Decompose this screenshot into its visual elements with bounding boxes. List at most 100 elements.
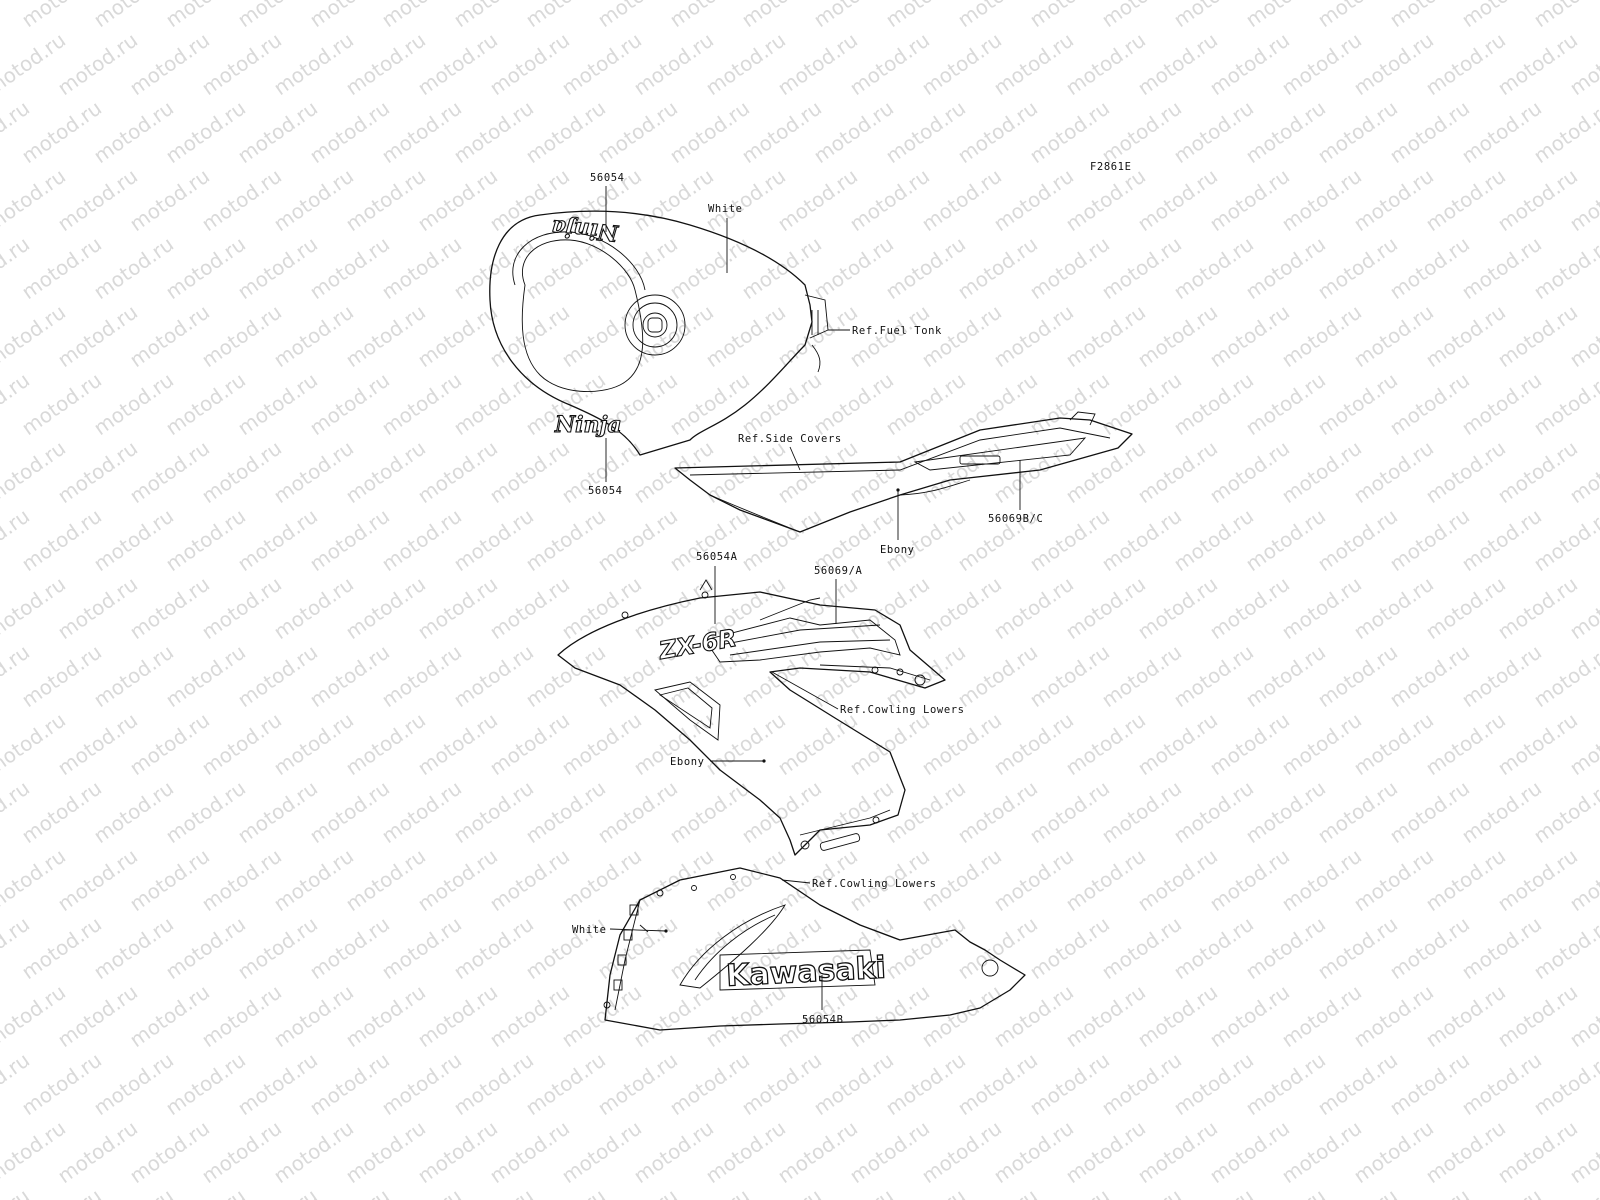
watermark-text: motod.ru <box>269 436 358 508</box>
watermark-text: motod.ru <box>197 300 286 372</box>
watermark-text: motod.ru <box>593 1184 682 1200</box>
watermark-text: motod.ru <box>1313 640 1402 712</box>
watermark-text: motod.ru <box>917 708 1006 780</box>
watermark-text: motod.ru <box>17 96 106 168</box>
watermark-text: motod.ru <box>1133 708 1222 780</box>
watermark-text: motod.ru <box>1205 708 1294 780</box>
watermark-text: motod.ru <box>629 1116 718 1188</box>
watermark-text: motod.ru <box>1385 96 1474 168</box>
watermark-text: motod.ru <box>1421 164 1510 236</box>
watermark-text: motod.ru <box>1097 504 1186 576</box>
watermark-text: motod.ru <box>1169 96 1258 168</box>
watermark-text: motod.ru <box>881 776 970 848</box>
watermark-text: motod.ru <box>1061 164 1150 236</box>
watermark-text: motod.ru <box>197 980 286 1052</box>
lower-decal-label: 56054B <box>802 1014 844 1026</box>
watermark-text: motod.ru <box>341 980 430 1052</box>
watermark-text: motod.ru <box>1169 776 1258 848</box>
tank-color-label: White <box>708 203 743 215</box>
watermark-text: motod.ru <box>881 1048 970 1120</box>
watermark-text: motod.ru <box>161 1184 250 1200</box>
lower-logo: Kawasaki <box>725 951 886 994</box>
watermark-text: motod.ru <box>233 232 322 304</box>
watermark-text: motod.ru <box>1025 776 1114 848</box>
watermark-text: motod.ru <box>1025 232 1114 304</box>
watermark-text: motod.ru <box>53 980 142 1052</box>
watermark-text: motod.ru <box>89 1184 178 1200</box>
watermark-text: motod.ru <box>557 980 646 1052</box>
watermark-text: motod.ru <box>1493 164 1582 236</box>
watermark-text: motod.ru <box>269 164 358 236</box>
watermark-text: motod.ru <box>377 504 466 576</box>
watermark-text: motod.ru <box>0 1184 34 1200</box>
watermark-text: motod.ru <box>1493 436 1582 508</box>
watermark-text: motod.ru <box>521 912 610 984</box>
watermark-text: motod.ru <box>161 776 250 848</box>
watermark-text: motod.ru <box>1277 844 1366 916</box>
watermark-text: motod.ru <box>449 96 538 168</box>
watermark-text: motod.ru <box>917 28 1006 100</box>
watermark-text: motod.ru <box>809 1048 898 1120</box>
watermark-text: motod.ru <box>1277 572 1366 644</box>
watermark-text: motod.ru <box>773 28 862 100</box>
watermark-text: motod.ru <box>1241 776 1330 848</box>
watermark-text: motod.ru <box>1493 980 1582 1052</box>
watermark-text: motod.ru <box>1025 1184 1114 1200</box>
watermark-text: motod.ru <box>53 436 142 508</box>
watermark-text: motod.ru <box>809 368 898 440</box>
ref-fuel-tank-label: Ref.Fuel Tonk <box>852 325 942 337</box>
watermark-text: motod.ru <box>953 776 1042 848</box>
watermark-text: motod.ru <box>665 232 754 304</box>
watermark-text: motod.ru <box>557 300 646 372</box>
watermark-text: motod.ru <box>161 640 250 712</box>
watermark-text: motod.ru <box>1457 96 1546 168</box>
watermark-text: motod.ru <box>701 844 790 916</box>
watermark-text: motod.ru <box>1349 164 1438 236</box>
watermark-text: motod.ru <box>1349 28 1438 100</box>
watermark-text: motod.ru <box>1421 28 1510 100</box>
watermark-text: motod.ru <box>161 232 250 304</box>
watermark-text: motod.ru <box>269 300 358 372</box>
watermark-text: motod.ru <box>1205 980 1294 1052</box>
watermark-text: motod.ru <box>1277 436 1366 508</box>
watermark-text: motod.ru <box>521 1184 610 1200</box>
watermark-text: motod.ru <box>233 368 322 440</box>
watermark-text: motod.ru <box>269 844 358 916</box>
watermark-text: motod.ru <box>521 504 610 576</box>
upper-cowling <box>557 579 946 856</box>
watermark-text: motod.ru <box>89 368 178 440</box>
watermark-text: motod.ru <box>701 28 790 100</box>
watermark-text: motod.ru <box>1133 28 1222 100</box>
watermark-text: motod.ru <box>125 164 214 236</box>
figure-code: F2861E <box>1090 161 1132 173</box>
watermark-text: motod.ru <box>125 28 214 100</box>
cowl-stripe-label: 56069/A <box>814 565 863 577</box>
watermark-text: motod.ru <box>1349 980 1438 1052</box>
watermark-text: motod.ru <box>953 1184 1042 1200</box>
watermark-text: motod.ru <box>125 980 214 1052</box>
watermark-text: motod.ru <box>305 912 394 984</box>
watermark-text: motod.ru <box>1313 776 1402 848</box>
watermark-text: motod.ru <box>1133 572 1222 644</box>
watermark-text: motod.ru <box>1457 640 1546 712</box>
watermark-text: motod.ru <box>17 504 106 576</box>
watermark-text: motod.ru <box>1313 1048 1402 1120</box>
watermark-text: motod.ru <box>413 436 502 508</box>
watermark-text: motod.ru <box>341 28 430 100</box>
watermark-text: motod.ru <box>557 708 646 780</box>
watermark-text: motod.ru <box>1241 1184 1330 1200</box>
watermark-text: motod.ru <box>845 1116 934 1188</box>
watermark-text: motod.ru <box>197 28 286 100</box>
watermark-text: motod.ru <box>1133 1116 1222 1188</box>
watermark-text: motod.ru <box>593 776 682 848</box>
watermark-text: motod.ru <box>1421 708 1510 780</box>
watermark-text: motod.ru <box>1097 1048 1186 1120</box>
watermark-text: motod.ru <box>629 436 718 508</box>
watermark-text: motod.ru <box>485 300 574 372</box>
watermark-text: motod.ru <box>1421 844 1510 916</box>
watermark-text: motod.ru <box>665 776 754 848</box>
watermark-text: motod.ru <box>1205 844 1294 916</box>
watermark-text: motod.ru <box>1349 708 1438 780</box>
